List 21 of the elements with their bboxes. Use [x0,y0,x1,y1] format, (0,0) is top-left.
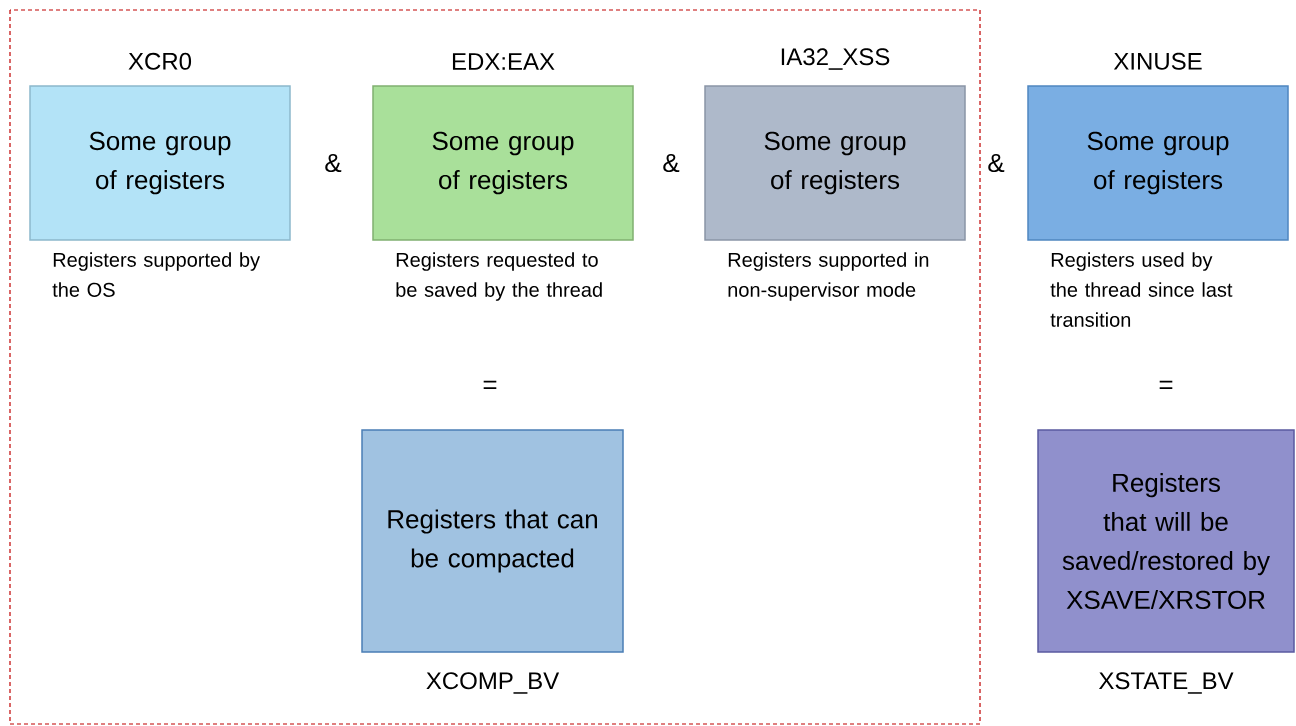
description: Registers supported in non-supervisor mode [728,252,929,301]
box-heading: IA32_XSS [781,48,890,70]
operator: & [988,153,1005,173]
operator: & [663,153,680,173]
description: Registers used by the thread since last transition [1050,252,1233,327]
box-heading: XINUSE [1113,52,1202,70]
register-box: Some group of registers [29,85,291,241]
description: Registers supported by the OS [52,252,260,297]
register-name: XCOMP_BV [426,672,560,694]
register-box: Some group of registers [1027,85,1289,241]
operator: & [325,153,342,173]
register-box: Some group of registers [704,85,966,241]
register-box: Registers that can be compacted [361,429,624,653]
box-heading: XCR0 [128,52,192,70]
box-heading: EDX:EAX [452,53,555,70]
register-name: XSTATE_BV [1098,672,1234,694]
register-box: Registers that will be saved/restored by XSAVE/XRSTOR [1037,429,1295,653]
description: Registers requested to be saved by the thread [396,252,602,301]
register-box: Some group of registers [372,85,634,241]
operator: = [1159,380,1173,389]
operator: = [483,380,497,389]
